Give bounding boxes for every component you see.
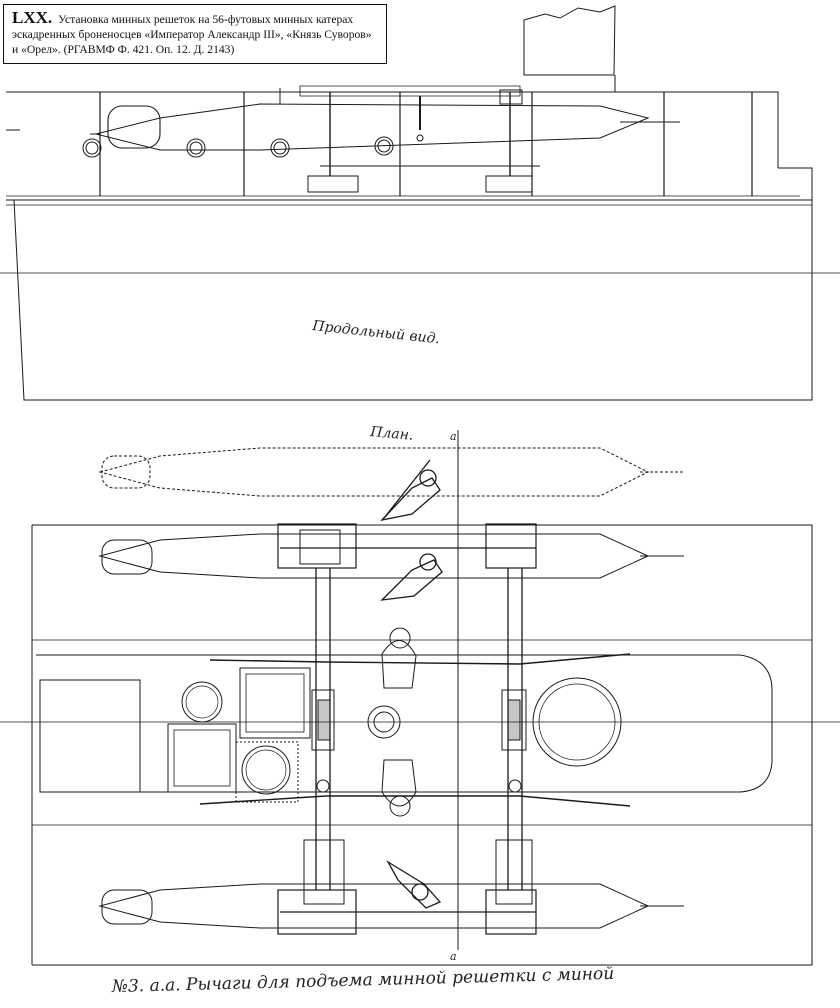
torpedo-outboard <box>98 447 650 497</box>
caption-box: LXX.Установка минных решеток на 56-футов… <box>3 4 387 64</box>
torpedo-upper <box>98 533 650 579</box>
plan-label: План. <box>369 424 414 444</box>
lifting-frame-right <box>485 523 537 935</box>
vent-lower <box>381 759 417 807</box>
lever-upper <box>380 459 441 522</box>
funnel-base <box>532 677 622 767</box>
torpedo-profile <box>95 103 650 151</box>
hatch-1 <box>167 723 237 793</box>
funnel <box>523 5 616 76</box>
svg-text:a: a <box>450 430 457 443</box>
torpedo-lower <box>98 883 650 929</box>
lever-mid <box>380 553 443 601</box>
porthole-1 <box>82 138 102 158</box>
skylight-small <box>181 681 223 723</box>
porthole-2 <box>186 138 206 158</box>
profile-view: Продольный вид. <box>0 5 840 401</box>
lifting-frame-left <box>277 523 357 935</box>
caption-number: LXX. <box>12 8 53 27</box>
plan-view: План. a a <box>0 424 840 966</box>
legend-text: №3. a.a. Рычаги для подъема минной решет… <box>111 964 615 997</box>
porthole-4 <box>374 136 394 156</box>
hull-plan <box>32 524 813 966</box>
caption-text: Установка минных решеток на 56-футовых м… <box>12 13 372 56</box>
lifting-gear-profile <box>279 85 540 193</box>
cabin-roof <box>39 679 141 793</box>
hull-bottom <box>13 199 813 401</box>
cabin <box>614 75 779 168</box>
boom-arms <box>199 653 631 807</box>
vent-upper <box>381 640 417 689</box>
porthole-3 <box>270 138 290 158</box>
lever-lower <box>386 860 442 909</box>
svg-text:a: a <box>450 950 457 963</box>
hatch-2 <box>239 667 311 739</box>
profile-label: Продольный вид. <box>311 318 441 347</box>
hull-profile <box>6 167 813 201</box>
